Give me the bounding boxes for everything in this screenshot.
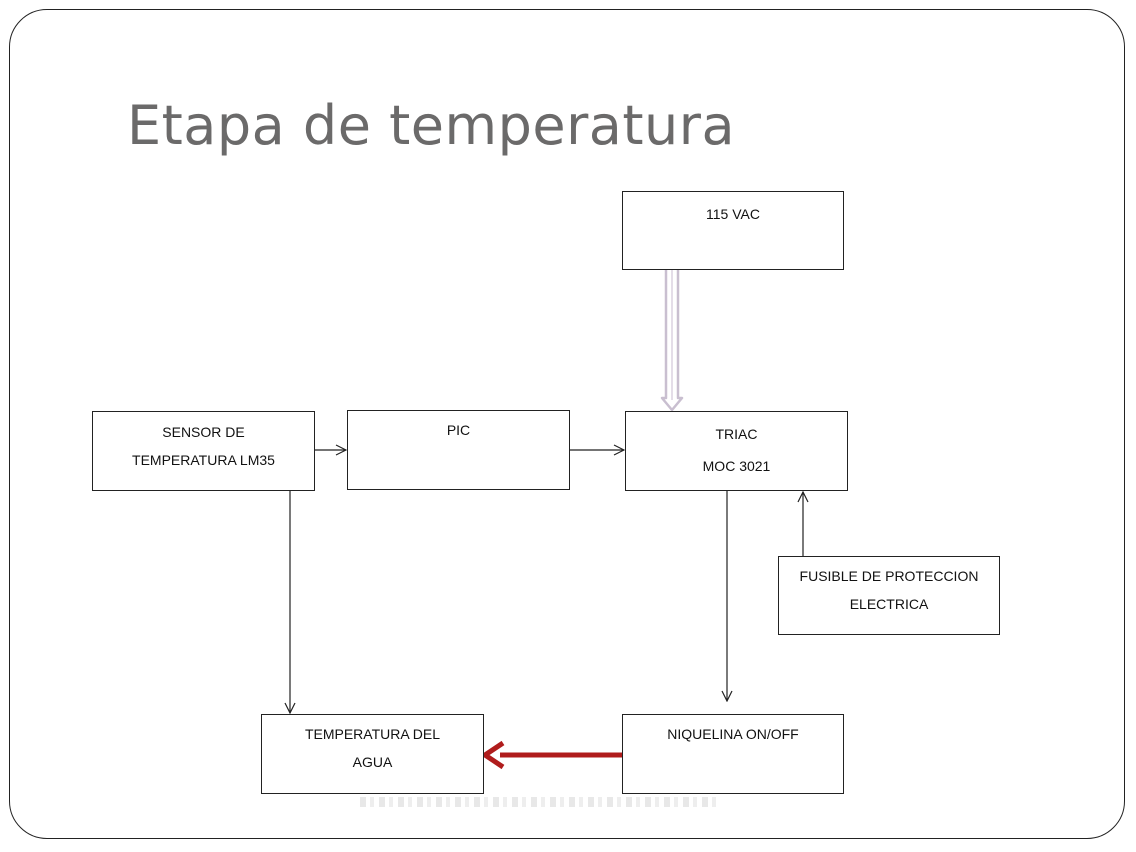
block-115-vac-label: 115 VAC bbox=[706, 206, 760, 222]
vac-to-triac-arrow bbox=[660, 270, 684, 412]
block-triac: TRIAC MOC 3021 bbox=[625, 411, 848, 491]
block-sensor-lm35: SENSOR DE TEMPERATURA LM35 bbox=[92, 411, 315, 491]
block-niquelina: NIQUELINA ON/OFF bbox=[622, 714, 844, 794]
block-pic-label: PIC bbox=[446, 422, 471, 438]
slide-title: Etapa de temperatura bbox=[127, 94, 736, 157]
block-pic: PIC bbox=[347, 410, 570, 490]
block-fusible-line2: ELECTRICA bbox=[849, 596, 929, 612]
niquelina-to-agua-arrow bbox=[480, 740, 622, 770]
block-agua-line1: TEMPERATURA DEL bbox=[304, 726, 441, 742]
block-fusible-line1: FUSIBLE DE PROTECCION bbox=[799, 568, 979, 584]
block-triac-line1: TRIAC bbox=[715, 426, 758, 442]
block-fusible: FUSIBLE DE PROTECCION ELECTRICA bbox=[778, 556, 1000, 635]
block-niquelina-label: NIQUELINA ON/OFF bbox=[667, 726, 799, 742]
block-115-vac: 115 VAC bbox=[622, 191, 844, 270]
block-sensor-line1: SENSOR DE bbox=[162, 424, 245, 440]
block-sensor-line2: TEMPERATURA LM35 bbox=[132, 452, 275, 468]
cropped-caption-remnant bbox=[360, 797, 720, 807]
block-temperatura-agua: TEMPERATURA DEL AGUA bbox=[261, 714, 484, 794]
block-agua-line2: AGUA bbox=[352, 754, 393, 770]
block-triac-line2: MOC 3021 bbox=[702, 458, 771, 474]
